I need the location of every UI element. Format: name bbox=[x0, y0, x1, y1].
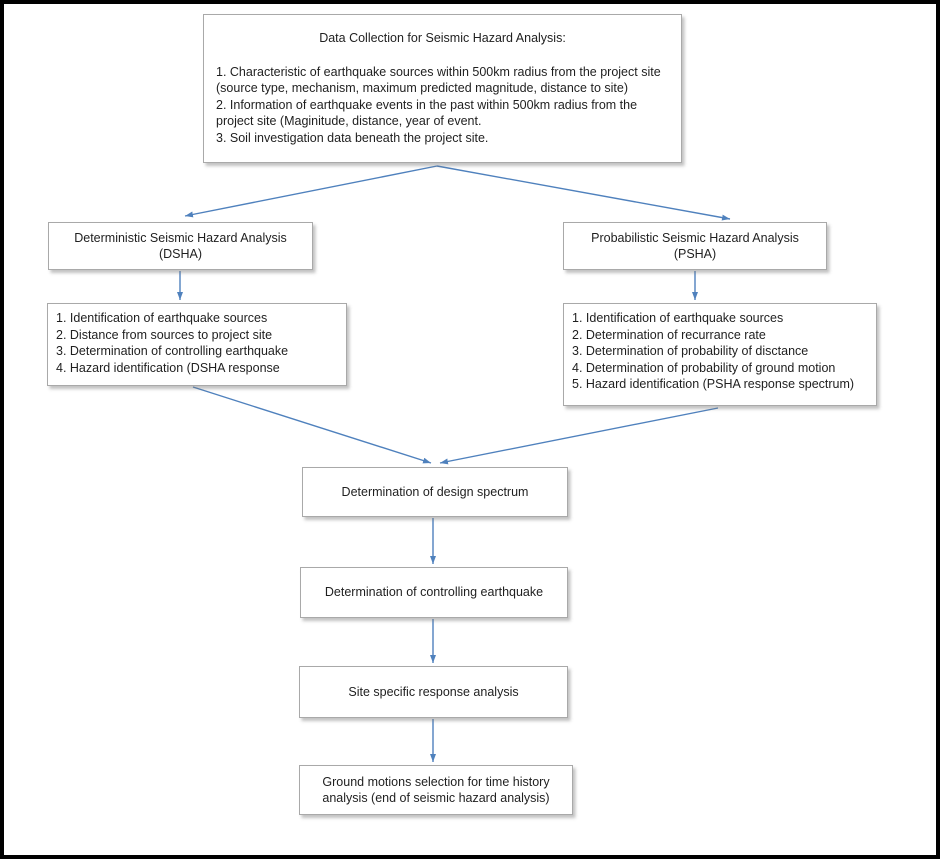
site-response-box: Site specific response analysis bbox=[299, 666, 568, 718]
data-collection-title: Data Collection for Seismic Hazard Analy… bbox=[319, 31, 566, 45]
data-collection-items: 1. Characteristic of earthquake sources … bbox=[216, 64, 669, 147]
list-item: 3. Determination of probability of disct… bbox=[572, 344, 809, 358]
list-item: 2. Information of earthquake events in t… bbox=[216, 97, 638, 129]
site-response-label: Site specific response analysis bbox=[348, 684, 519, 699]
list-item: 2. Distance from sources to project site bbox=[56, 327, 273, 342]
design-spectrum-label: Determination of design spectrum bbox=[341, 484, 529, 499]
list-item: 4. Determination of probability of groun… bbox=[572, 360, 836, 375]
dsha-title: Deterministic Seismic Hazard Analysis bbox=[74, 230, 287, 245]
list-item: 1. Identification of earthquake sources bbox=[56, 311, 268, 325]
list-item: 1. Characteristic of earthquake sources … bbox=[216, 64, 661, 96]
psha-abbr: (PSHA) bbox=[673, 247, 717, 261]
controlling-earthquake-label: Determination of controlling earthquake bbox=[324, 585, 544, 600]
list-item: 3. Determination of controlling earthqua… bbox=[56, 344, 289, 358]
list-item: 2. Determination of recurrance rate bbox=[572, 327, 766, 342]
arrow-dsha-steps-to-design bbox=[192, 386, 432, 464]
design-spectrum-box: Determination of design spectrum bbox=[302, 467, 568, 517]
list-item: 5. Hazard identification (PSHA response … bbox=[572, 377, 855, 391]
list-item: 1. Identification of earthquake sources bbox=[572, 311, 784, 325]
arrow-collection-to-psha bbox=[436, 165, 731, 221]
arrow-psha-steps-to-design bbox=[439, 407, 719, 465]
ground-motions-box: Ground motions selection for time histor… bbox=[299, 765, 573, 815]
dsha-box: Deterministic Seismic Hazard Analysis (D… bbox=[48, 222, 313, 270]
dsha-steps-box: 1. Identification of earthquake sources 2… bbox=[47, 303, 347, 386]
psha-title: Probabilistic Seismic Hazard Analysis bbox=[591, 230, 799, 245]
list-item: 3. Soil investigation data beneath the p… bbox=[216, 130, 489, 145]
psha-box: Probabilistic Seismic Hazard Analysis (P… bbox=[563, 222, 827, 270]
list-item: 4. Hazard identification (DSHA response bbox=[56, 360, 280, 375]
psha-steps-box: 1. Identification of earthquake sources 2… bbox=[563, 303, 877, 406]
ground-motions-label: Ground motions selection for time histor… bbox=[322, 774, 550, 806]
controlling-earthquake-box: Determination of controlling earthquake bbox=[300, 567, 568, 618]
dsha-abbr: (DSHA) bbox=[158, 247, 203, 261]
arrow-collection-to-dsha bbox=[184, 165, 438, 218]
data-collection-box: Data Collection for Seismic Hazard Analy… bbox=[203, 14, 682, 163]
